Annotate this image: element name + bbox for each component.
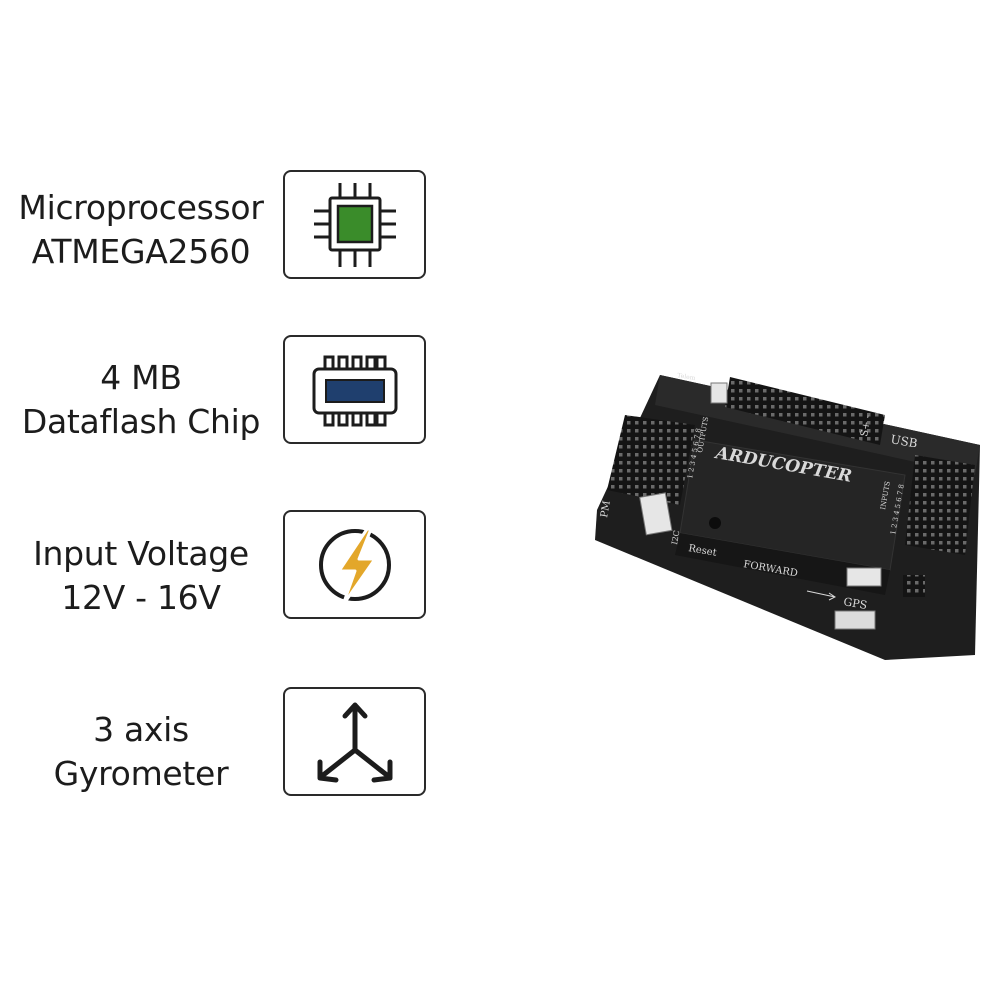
feature-title: Input Voltage xyxy=(33,534,249,573)
gps-label: GPS xyxy=(842,595,868,612)
s-plus-minus-label: S+ - xyxy=(859,414,874,437)
memory-chip-icon xyxy=(312,355,397,426)
lightning-icon xyxy=(318,527,391,606)
lightning-icon-box xyxy=(283,510,426,619)
feature-subtitle: Dataflash Chip xyxy=(21,402,261,441)
feature-subtitle: Gyrometer xyxy=(53,754,229,793)
forward-arrow-icon xyxy=(806,590,836,601)
i2c-label: I2C xyxy=(670,530,681,546)
memory-chip-icon-box xyxy=(283,335,426,444)
chip-icon xyxy=(313,182,396,267)
feature-title: 4 MB xyxy=(100,358,182,397)
feature-label-gyrometer: 3 axis Gyrometer xyxy=(0,708,282,796)
feature-label-microprocessor: Microprocessor ATMEGA2560 xyxy=(0,186,282,274)
three-axis-icon-box xyxy=(283,687,426,796)
feature-label-input-voltage: Input Voltage 12V - 16V xyxy=(0,532,282,620)
usb-label: USB xyxy=(889,432,918,451)
feature-title: 3 axis xyxy=(93,710,189,749)
three-axis-arrows-icon xyxy=(317,702,392,782)
feature-title: Microprocessor xyxy=(18,188,264,227)
reset-label: Reset xyxy=(687,543,717,559)
feature-subtitle: ATMEGA2560 xyxy=(31,232,251,271)
telem-label: Telem xyxy=(677,372,696,382)
chip-icon-box xyxy=(283,170,426,279)
feature-label-dataflash: 4 MB Dataflash Chip xyxy=(0,356,282,444)
feature-subtitle: 12V - 16V xyxy=(61,578,221,617)
pm-label: PM xyxy=(599,500,613,519)
flight-controller-image: ARDUCOPTER USB S+ - OUTPUTS 1 2 3 4 5 6 … xyxy=(585,355,990,670)
